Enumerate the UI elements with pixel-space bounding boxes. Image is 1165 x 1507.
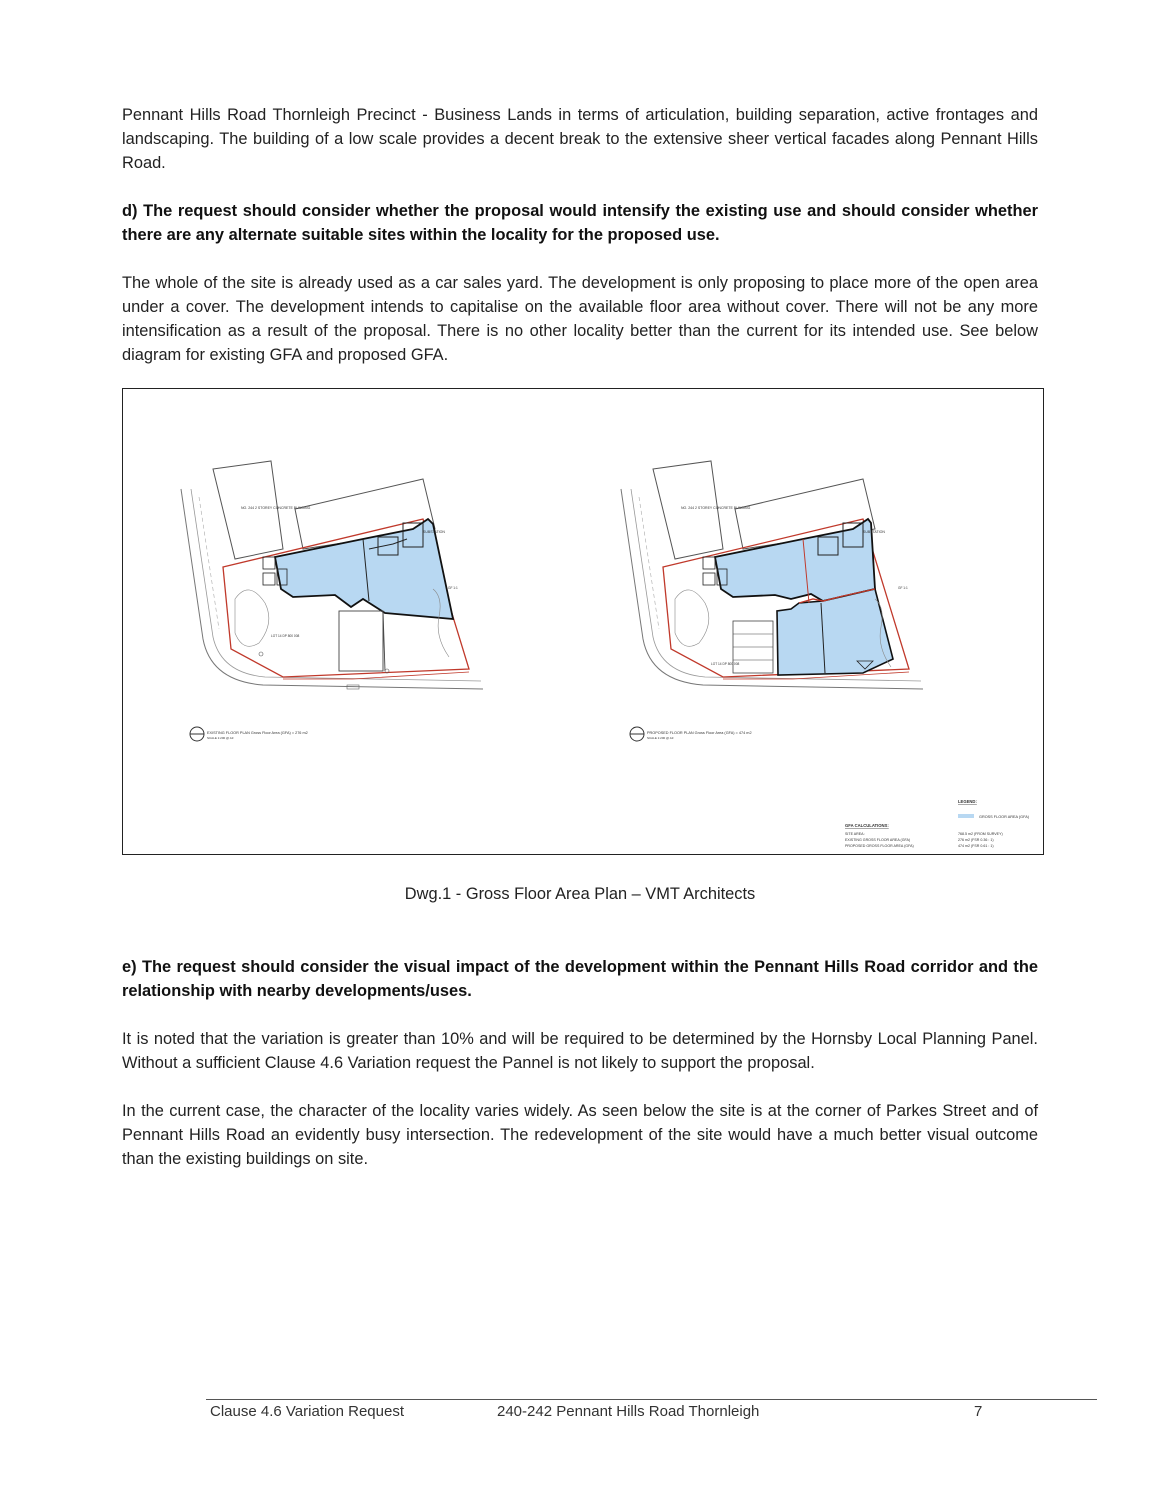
gfa-calculations: GFA CALCULATIONS: SITE AREA: EXISTING GR…	[845, 823, 1003, 848]
legend-gfa-label: GROSS FLOOR AREA (GFA)	[979, 815, 1030, 819]
heading-e: e) The request should consider the visua…	[122, 958, 1038, 1000]
proposed-gfa-area-extension	[776, 588, 894, 676]
paragraph-d: The whole of the site is already used as…	[122, 274, 1038, 364]
gfa-plan-figure: NO. 244 2 STOREY CONCRETE BUILDING SUBST…	[122, 388, 1044, 855]
footer-divider	[206, 1399, 1097, 1400]
existing-neighbour-label: NO. 244 2 STOREY CONCRETE BUILDING	[241, 506, 311, 510]
proposed-plan-scale: SCALE 1:200 @ A3	[647, 736, 674, 740]
existing-plan-title: EXISTING FLOOR PLAN Gross Floor Area (GF…	[207, 731, 308, 735]
footer-page-number: 7	[974, 1403, 983, 1420]
gfa-plan-drawing: NO. 244 2 STOREY CONCRETE BUILDING SUBST…	[180, 460, 1030, 848]
gfa-calc-existing-value: 276 m2 (FSR 0.36 : 1)	[958, 838, 994, 842]
proposed-plan-title: PROPOSED FLOOR PLAN Gross Floor Area (GF…	[647, 731, 752, 735]
proposed-substation-label: SUBSTATION	[863, 530, 885, 534]
svg-text:GF 1:1: GF 1:1	[898, 586, 908, 590]
gfa-calc-site-value: 768.5 m2 (FROM SURVEY)	[958, 832, 1003, 836]
proposed-lot-label: LOT 14 DP 800 008	[711, 662, 739, 666]
footer-address: 240-242 Pennant Hills Road Thornleigh	[497, 1403, 760, 1420]
proposed-neighbour-label: NO. 244 2 STOREY CONCRETE BUILDING	[681, 506, 751, 510]
paragraph-e2: In the current case, the character of th…	[122, 1102, 1038, 1168]
existing-floor-plan: NO. 244 2 STOREY CONCRETE BUILDING SUBST…	[180, 460, 484, 742]
paragraph-e1: It is noted that the variation is greate…	[122, 1030, 1038, 1072]
gfa-calc-proposed-label: PROPOSED GROSS FLOOR AREA (GFA)	[845, 844, 914, 848]
figure-caption: Dwg.1 - Gross Floor Area Plan – VMT Arch…	[404, 885, 756, 903]
svg-text:GF 1:1: GF 1:1	[448, 586, 458, 590]
existing-gfa-area	[273, 517, 455, 621]
heading-d: d) The request should consider whether t…	[122, 202, 1038, 244]
gfa-calc-proposed-value: 474 m2 (FSR 0.61 : 1)	[958, 844, 994, 848]
gfa-calc-site-label: SITE AREA:	[845, 832, 865, 836]
intro-paragraph: Pennant Hills Road Thornleigh Precinct -…	[122, 106, 1038, 172]
legend-title: LEGEND:	[958, 799, 977, 804]
proposed-floor-plan: NO. 244 2 STOREY CONCRETE BUILDING SUBST…	[620, 460, 924, 742]
legend-gfa-swatch	[958, 814, 974, 818]
gfa-calc-title: GFA CALCULATIONS:	[845, 823, 889, 828]
legend: LEGEND: GROSS FLOOR AREA (GFA)	[958, 799, 1030, 819]
existing-substation-label: SUBSTATION	[423, 530, 445, 534]
existing-plan-scale: SCALE 1:200 @ A3	[207, 736, 234, 740]
gfa-calc-existing-label: EXISTING GROSS FLOOR AREA (GFA)	[845, 838, 910, 842]
existing-lot-label: LOT 14 DP 800 008	[271, 634, 299, 638]
footer-document-title: Clause 4.6 Variation Request	[210, 1403, 405, 1420]
